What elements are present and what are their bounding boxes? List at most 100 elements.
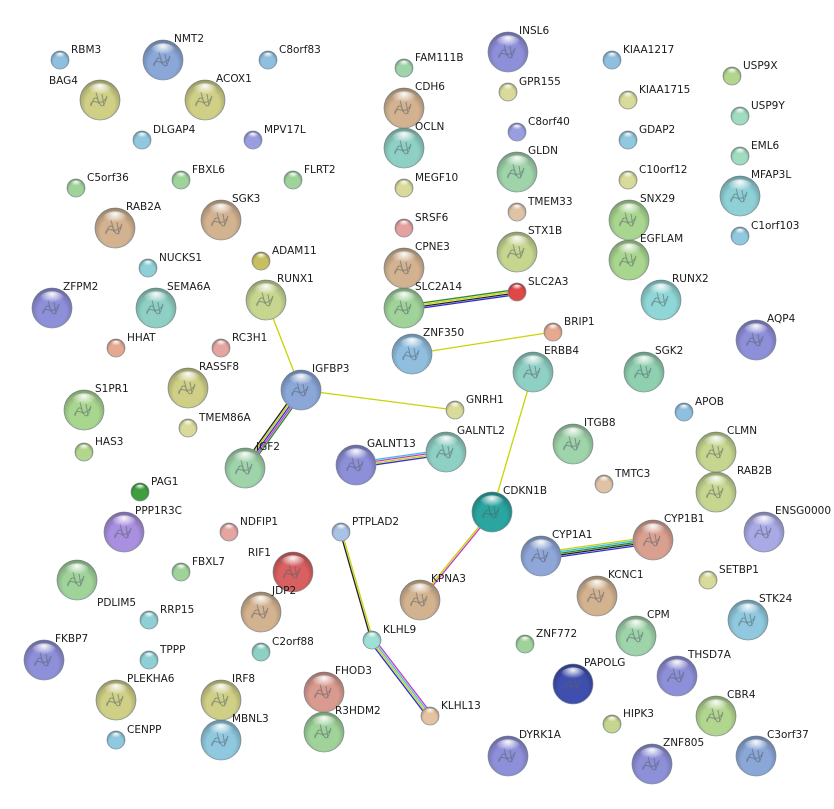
node-znf772[interactable]: ZNF772 [515, 628, 577, 654]
node-pdlim5[interactable]: PDLIM5 [56, 559, 136, 609]
node-r3hdm2[interactable]: R3HDM2 [303, 705, 381, 753]
node-s1pr1[interactable]: S1PR1 [63, 383, 129, 431]
node-megf10[interactable]: MEGF10 [394, 172, 458, 198]
node-ndfip1[interactable]: NDFIP1 [219, 516, 278, 542]
edge-igfbp3-gnrh1[interactable] [300, 389, 456, 411]
node-fhod3[interactable]: FHOD3 [303, 665, 372, 713]
node-flrt2[interactable]: FLRT2 [283, 164, 336, 190]
node-rab2b[interactable]: RAB2B [695, 465, 772, 513]
node-rbm3[interactable]: RBM3 [50, 44, 101, 70]
node-kiaa1217[interactable]: KIAA1217 [602, 44, 674, 70]
node-znf805[interactable]: ZNF805 [631, 737, 704, 785]
node-cpm[interactable]: CPM [615, 609, 670, 657]
edge-znf350-brip1[interactable] [411, 331, 554, 355]
node-tmem86a[interactable]: TMEM86A [178, 412, 252, 438]
node-stx1b[interactable]: STX1B [496, 225, 562, 273]
node-clmn[interactable]: CLMN [695, 425, 757, 473]
node-c8orf40[interactable]: C8orf40 [507, 116, 570, 142]
node-c1orf103[interactable]: C1orf103 [730, 220, 800, 246]
node-bag4[interactable]: BAG4 [49, 75, 121, 121]
node-rif1[interactable]: RIF1 [248, 547, 314, 593]
node-stk24[interactable]: STK24 [727, 593, 793, 641]
node-c10orf12[interactable]: C10orf12 [618, 164, 688, 190]
node-snx29[interactable]: SNX29 [608, 193, 675, 241]
node-acox1[interactable]: ACOX1 [184, 73, 252, 121]
node-brip1[interactable]: BRIP1 [543, 316, 595, 342]
node-ppp1r3c[interactable]: PPP1R3C [103, 505, 182, 553]
node-erbb4[interactable]: ERBB4 [512, 345, 579, 393]
node-c2orf88[interactable]: C2orf88 [251, 636, 314, 662]
node-gldn[interactable]: GLDN [496, 145, 558, 193]
node-ensg0000[interactable]: ENSG0000 [743, 505, 831, 553]
node-sgk3[interactable]: SGK3 [200, 193, 260, 241]
node-fkbp7[interactable]: FKBP7 [23, 633, 88, 681]
node-zfpm2[interactable]: ZFPM2 [31, 281, 98, 329]
node-rrp15[interactable]: RRP15 [139, 604, 194, 630]
node-sgk2[interactable]: SGK2 [623, 345, 683, 393]
node-klhl9[interactable]: KLHL9 [362, 624, 416, 650]
node-usp9x[interactable]: USP9X [722, 60, 778, 86]
node-cyp1b1[interactable]: CYP1B1 [632, 513, 704, 561]
node-itgb8[interactable]: ITGB8 [552, 417, 616, 465]
node-kpna3[interactable]: KPNA3 [399, 573, 466, 621]
node-rab2a[interactable]: RAB2A [94, 201, 162, 249]
node-cdh6[interactable]: CDH6 [383, 81, 445, 129]
node-kcnc1[interactable]: KCNC1 [576, 569, 644, 617]
node-nucks1[interactable]: NUCKS1 [138, 252, 202, 278]
node-srsf6[interactable]: SRSF6 [394, 212, 449, 238]
node-rassf8[interactable]: RASSF8 [167, 361, 239, 409]
node-egflam[interactable]: EGFLAM [608, 233, 683, 281]
node-cbr4[interactable]: CBR4 [695, 689, 756, 737]
node-tmem33[interactable]: TMEM33 [507, 196, 573, 222]
node-gnrh1[interactable]: GNRH1 [445, 394, 504, 420]
node-plekha6[interactable]: PLEKHA6 [95, 673, 175, 721]
node-gdap2[interactable]: GDAP2 [618, 124, 675, 150]
node-tppp[interactable]: TPPP [139, 644, 185, 670]
edge-ptplad2-klhl9[interactable] [339, 531, 374, 641]
node-mbnl3[interactable]: MBNL3 [200, 713, 269, 761]
node-runx1[interactable]: RUNX1 [245, 273, 314, 321]
node-slc2a14[interactable]: SLC2A14 [383, 281, 462, 329]
node-cdkn1b[interactable]: CDKN1B [471, 485, 547, 533]
node-tmtc3[interactable]: TMTC3 [594, 468, 650, 494]
node-aqp4[interactable]: AQP4 [735, 313, 796, 361]
node-adam11[interactable]: ADAM11 [251, 245, 317, 271]
node-fam111b[interactable]: FAM111B [394, 52, 464, 78]
node-kiaa1715[interactable]: KIAA1715 [618, 84, 690, 110]
node-fbxl7[interactable]: FBXL7 [171, 556, 225, 582]
node-hhat[interactable]: HHAT [106, 332, 156, 358]
node-ocln[interactable]: OCLN [383, 121, 444, 169]
node-runx2[interactable]: RUNX2 [640, 273, 709, 321]
node-cyp1a1[interactable]: CYP1A1 [520, 529, 592, 577]
edge-erbb4-cdkn1b[interactable] [491, 371, 534, 513]
node-fbxl6[interactable]: FBXL6 [171, 164, 225, 190]
node-c3orf37[interactable]: C3orf37 [735, 729, 809, 777]
node-galntl2[interactable]: GALNTL2 [425, 425, 505, 473]
node-c5orf36[interactable]: C5orf36 [66, 172, 129, 198]
node-gpr155[interactable]: GPR155 [498, 76, 561, 102]
node-dyrk1a[interactable]: DYRK1A [487, 729, 562, 777]
node-hipk3[interactable]: HIPK3 [602, 708, 654, 734]
node-sema6a[interactable]: SEMA6A [135, 281, 211, 329]
node-igfbp3[interactable]: IGFBP3 [280, 363, 350, 411]
node-eml6[interactable]: EML6 [730, 140, 780, 166]
node-usp9y[interactable]: USP9Y [730, 100, 785, 126]
node-ptplad2[interactable]: PTPLAD2 [331, 516, 399, 542]
node-znf350[interactable]: ZNF350 [391, 327, 464, 375]
node-c8orf83[interactable]: C8orf83 [258, 44, 321, 70]
node-has3[interactable]: HAS3 [74, 436, 123, 462]
node-setbp1[interactable]: SETBP1 [698, 564, 759, 590]
node-klhl13[interactable]: KLHL13 [420, 700, 481, 726]
node-slc2a3[interactable]: SLC2A3 [507, 276, 568, 302]
node-igf2[interactable]: IGF2 [224, 441, 280, 489]
node-insl6[interactable]: INSL6 [487, 25, 549, 73]
node-cpne3[interactable]: CPNE3 [383, 241, 450, 289]
node-mfap3l[interactable]: MFAP3L [719, 169, 791, 217]
node-apob[interactable]: APOB [674, 396, 724, 422]
node-pag1[interactable]: PAG1 [130, 476, 178, 502]
node-papolg[interactable]: PAPOLG [552, 657, 625, 705]
node-thsd7a[interactable]: THSD7A [656, 649, 732, 697]
edge-klhl9-klhl13[interactable] [369, 638, 433, 718]
node-nmt2[interactable]: NMT2 [142, 33, 204, 81]
node-cenpp[interactable]: CENPP [106, 724, 161, 750]
